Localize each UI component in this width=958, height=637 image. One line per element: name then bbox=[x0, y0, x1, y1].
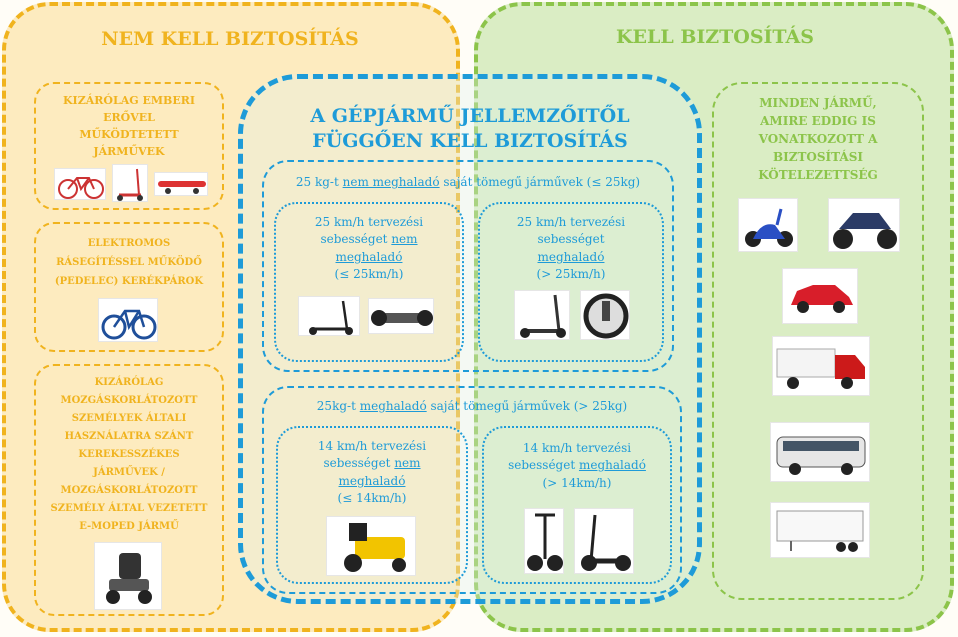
light-slow-line2: sebességet bbox=[320, 232, 392, 247]
heavy-slow-line2: sebességet bbox=[323, 456, 395, 471]
e-bike-icon bbox=[98, 298, 158, 342]
heavy-slow-underline2: meghaladó bbox=[338, 473, 406, 488]
heavy-fast-box: 14 km/h tervezési sebességet meghaladó (… bbox=[482, 426, 672, 584]
mobility-scooter-icon bbox=[94, 542, 162, 610]
depends-title-line1: A GÉPJÁRMŰ JELLEMZŐITŐL bbox=[310, 105, 630, 127]
insurance-title: KELL BIZTOSÍTÁS bbox=[615, 26, 814, 48]
no-insurance-title: NEM KELL BIZTOSÍTÁS bbox=[101, 28, 359, 50]
light-vehicles-heading-pre: 25 kg-t bbox=[295, 175, 343, 189]
heavy-fast-line1: 14 km/h tervezési bbox=[522, 441, 632, 455]
depends-title: A GÉPJÁRMŰ JELLEMZŐITŐL FÜGGŐEN KELL BIZ… bbox=[270, 104, 670, 153]
human-powered-text: KIZÁRÓLAG EMBERI ERŐVEL MŰKÖDTETETT JÁRM… bbox=[62, 94, 196, 159]
mobility-box: KIZÁRÓLAG MOZGÁSKORLÁTOZOTT SZEMÉLYEK ÁL… bbox=[34, 364, 224, 616]
car-icon bbox=[782, 268, 858, 324]
heavy-slow-box: 14 km/h tervezési sebességet nem meghala… bbox=[276, 426, 468, 584]
all-vehicles-text: MINDEN JÁRMŰ, AMIRE EDDIG IS VONATKOZOTT… bbox=[758, 96, 878, 182]
ride-on-mower-icon bbox=[326, 516, 416, 576]
kick-scooter-electric-icon bbox=[298, 296, 360, 336]
heavy-slow-line4: (≤ 14km/h) bbox=[337, 491, 407, 506]
light-slow-line4: (≤ 25km/h) bbox=[334, 267, 404, 282]
heavy-vehicles-heading: 25kg-t meghaladó saját tömegű járművek (… bbox=[264, 388, 680, 415]
light-fast-line1: 25 km/h tervezési bbox=[516, 215, 626, 229]
quad-icon bbox=[828, 198, 900, 252]
heavy-fast-line2: sebességet bbox=[508, 458, 579, 473]
heavy-vehicles-heading-post: saját tömegű járművek (> 25kg) bbox=[426, 399, 628, 413]
heavy-slow-underline1: nem bbox=[394, 456, 421, 471]
heavy-fast-line4: (> 14km/h) bbox=[542, 475, 612, 490]
light-fast-underline2: meghaladó bbox=[537, 249, 605, 264]
light-slow-line1: 25 km/h tervezési bbox=[314, 215, 424, 229]
skateboard-icon bbox=[154, 172, 208, 196]
heavy-slow-text: 14 km/h tervezési sebességet nem meghala… bbox=[278, 428, 466, 508]
all-vehicles-box: MINDEN JÁRMŰ, AMIRE EDDIG IS VONATKOZOTT… bbox=[712, 82, 924, 600]
pedelec-box: ELEKTROMOS RÁSEGÍTÉSSEL MŰKÖDŐ (PEDELEC)… bbox=[34, 222, 224, 352]
light-slow-box: 25 km/h tervezési sebességet nem meghala… bbox=[274, 202, 464, 362]
human-powered-box: KIZÁRÓLAG EMBERI ERŐVEL MŰKÖDTETETT JÁRM… bbox=[34, 82, 224, 210]
monowheel-icon bbox=[580, 290, 630, 340]
light-fast-text: 25 km/h tervezési sebességet meghaladó (… bbox=[480, 204, 662, 284]
light-fast-line4: (> 25km/h) bbox=[536, 267, 606, 282]
heavy-vehicles-heading-underlined: meghaladó bbox=[359, 399, 427, 413]
pedelec-text: ELEKTROMOS RÁSEGÍTÉSSEL MŰKÖDŐ (PEDELEC)… bbox=[54, 238, 204, 287]
segway-icon bbox=[524, 508, 564, 574]
heavy-e-scooter-icon bbox=[574, 508, 634, 574]
heavy-vehicles-heading-pre: 25kg-t bbox=[316, 399, 360, 413]
light-fast-box: 25 km/h tervezési sebességet meghaladó (… bbox=[478, 202, 664, 362]
light-fast-line2: sebességet bbox=[537, 232, 605, 247]
mobility-text: KIZÁRÓLAG MOZGÁSKORLÁTOZOTT SZEMÉLYEK ÁL… bbox=[50, 377, 208, 532]
light-vehicles-group: 25 kg-t nem meghaladó saját tömegű jármű… bbox=[262, 160, 674, 372]
light-slow-underline2: meghaladó bbox=[335, 249, 403, 264]
truck-icon bbox=[772, 336, 870, 396]
light-vehicles-heading-underlined: nem meghaladó bbox=[342, 175, 440, 189]
trailer-icon bbox=[770, 502, 870, 558]
light-vehicles-heading-post: saját tömegű járművek (≤ 25kg) bbox=[439, 175, 641, 189]
kick-scooter-icon bbox=[112, 164, 148, 202]
moped-icon bbox=[738, 198, 798, 252]
heavy-fast-underline1: meghaladó bbox=[578, 458, 646, 473]
bicycle-icon bbox=[54, 168, 106, 200]
heavy-fast-text: 14 km/h tervezési sebességet meghaladó (… bbox=[484, 428, 670, 492]
e-scooter-icon bbox=[514, 290, 570, 340]
heavy-vehicles-group: 25kg-t meghaladó saját tömegű járművek (… bbox=[262, 386, 682, 594]
depends-title-line2: FÜGGŐEN KELL BIZTOSÍTÁS bbox=[312, 129, 628, 152]
bus-icon bbox=[770, 422, 870, 482]
light-vehicles-heading: 25 kg-t nem meghaladó saját tömegű jármű… bbox=[264, 162, 672, 191]
light-slow-text: 25 km/h tervezési sebességet nem meghala… bbox=[276, 204, 462, 284]
heavy-slow-line1: 14 km/h tervezési bbox=[317, 439, 427, 453]
light-slow-underline1: nem bbox=[391, 232, 418, 247]
hoverboard-icon bbox=[368, 298, 434, 334]
